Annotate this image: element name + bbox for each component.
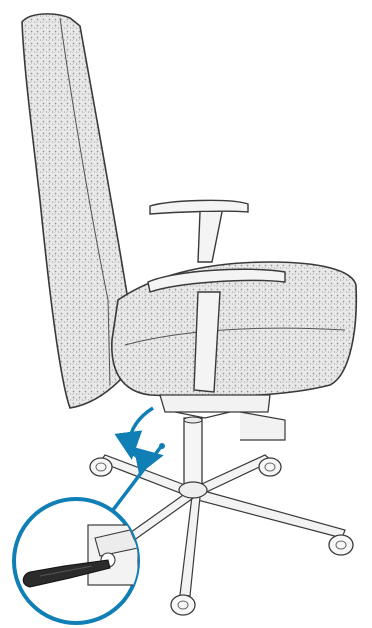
caster-wheel (170, 594, 196, 616)
tilt-lever-detail-lens (12, 497, 140, 625)
tilt-lever-icon (22, 524, 138, 588)
armrest-back (149, 199, 249, 263)
tilt-mechanism (159, 394, 286, 441)
armrest-front (147, 268, 286, 393)
backrest (21, 13, 129, 409)
gas-cylinder (183, 416, 203, 489)
casters (89, 457, 354, 616)
seat-cushion (111, 261, 358, 398)
caster-wheel (328, 534, 354, 556)
caster-wheel (89, 457, 113, 477)
callout-pointer (108, 443, 165, 516)
curved-double-arrow-icon (114, 406, 164, 475)
caster-wheel (258, 457, 282, 477)
